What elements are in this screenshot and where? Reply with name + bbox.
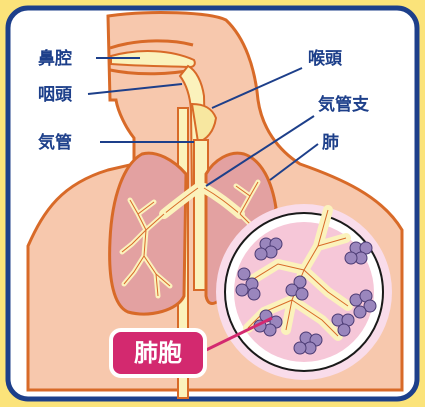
label-larynx: 喉頭	[308, 48, 343, 69]
label-nasal-cavity: 鼻腔	[38, 48, 72, 69]
label-alveoli: 肺胞	[134, 339, 182, 367]
label-lung: 肺	[322, 133, 339, 153]
label-pharynx: 咽頭	[38, 85, 73, 105]
label-trachea: 気管	[37, 132, 72, 153]
label-bronchi: 気管支	[317, 94, 370, 115]
